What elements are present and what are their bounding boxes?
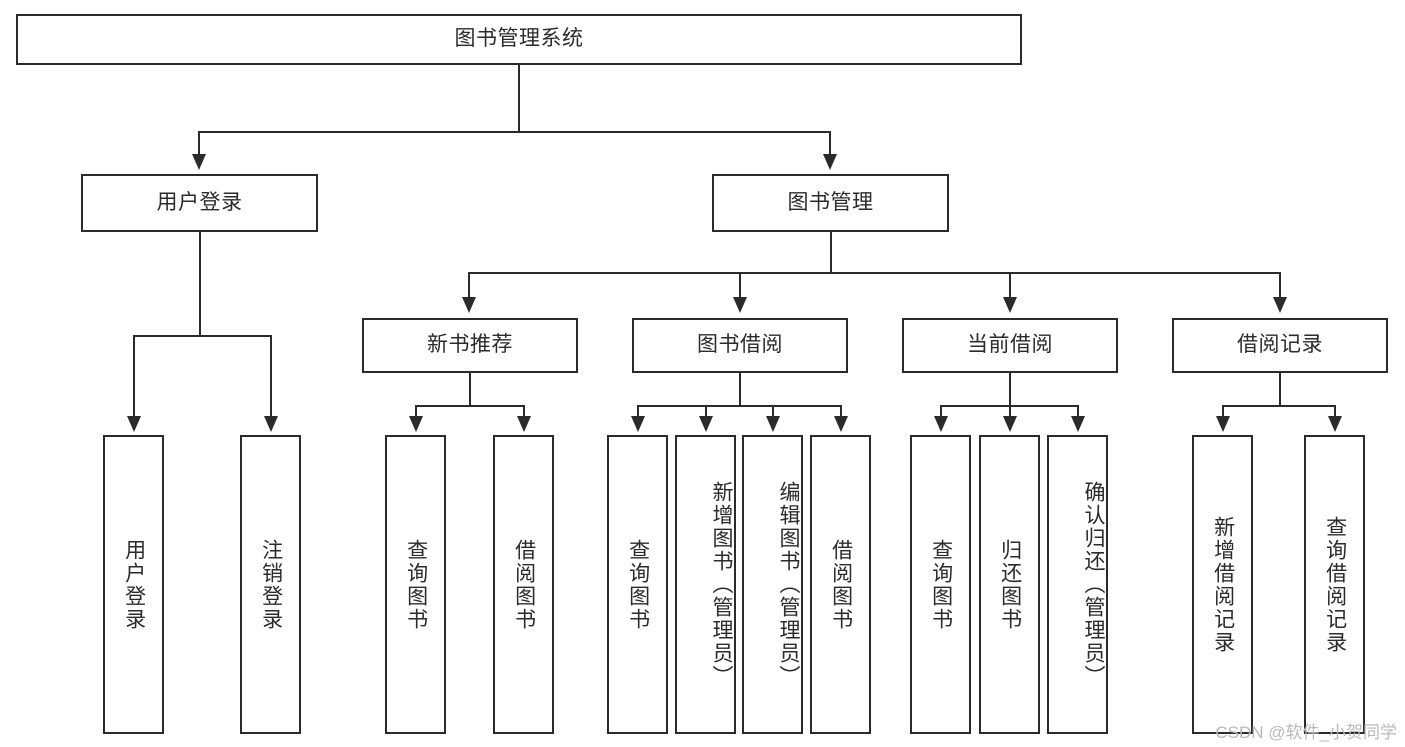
connector-current-borrow-to-leaf-3 [1077, 405, 1079, 418]
connector-book-management-stem [830, 232, 832, 273]
connector-user-login-stem [199, 232, 201, 336]
connector-root-to-user-login [198, 131, 200, 156]
connector-user-login-bar [133, 335, 272, 337]
arrow-bm-to-new-book [462, 297, 476, 313]
arrow-current-borrow-to-leaf-3 [1071, 416, 1085, 432]
leaf-add-book-admin[interactable]: 新增图书（管理员） [675, 435, 736, 734]
arrow-user-login-to-leaf-2 [264, 416, 278, 432]
connector-new-book-bar [415, 405, 525, 407]
connector-current-borrow-stem [1009, 373, 1011, 406]
leaf-confirm-return-admin-label: 确认归还（管理员） [1082, 481, 1105, 688]
connector-borrow-record-to-leaf-1 [1222, 405, 1224, 418]
arrow-book-borrow-to-leaf-3 [766, 416, 780, 432]
connector-user-login-to-leaf-2 [270, 335, 272, 418]
connector-book-borrow-to-leaf-1 [637, 405, 639, 418]
node-book-management-label: 图书管理 [787, 190, 874, 214]
node-new-book-recommend-label: 新书推荐 [427, 333, 513, 357]
connector-current-borrow-to-leaf-1 [940, 405, 942, 418]
node-current-borrow[interactable]: 当前借阅 [902, 318, 1118, 373]
connector-current-borrow-to-leaf-2 [1009, 405, 1011, 418]
connector-borrow-record-to-leaf-2 [1334, 405, 1336, 418]
node-book-management[interactable]: 图书管理 [712, 174, 949, 232]
connector-book-borrow-to-leaf-4 [840, 405, 842, 418]
arrow-user-login-to-leaf-1 [127, 416, 141, 432]
node-user-login[interactable]: 用户登录 [81, 174, 318, 232]
connector-new-book-to-leaf-2 [523, 405, 525, 418]
leaf-edit-book-admin-label: 编辑图书（管理员） [777, 481, 800, 688]
connector-bm-to-new-book [468, 272, 470, 299]
leaf-add-borrow-record-label: 新增借阅记录 [1211, 515, 1235, 654]
leaf-logout-login[interactable]: 注销登录 [240, 435, 301, 734]
arrow-root-to-user-login [192, 154, 206, 170]
leaf-query-book-2-label: 查询图书 [626, 538, 650, 631]
leaf-user-login-label: 用户登录 [122, 538, 146, 631]
connector-book-borrow-bar [637, 405, 842, 407]
arrow-bm-to-current-borrow [1003, 297, 1017, 313]
node-root[interactable]: 图书管理系统 [16, 14, 1022, 65]
connector-new-book-stem [469, 373, 471, 406]
arrow-book-borrow-to-leaf-2 [699, 416, 713, 432]
node-root-label: 图书管理系统 [454, 27, 584, 51]
node-book-borrow[interactable]: 图书借阅 [632, 318, 848, 373]
arrow-new-book-to-leaf-1 [409, 416, 423, 432]
leaf-borrow-book-1[interactable]: 借阅图书 [493, 435, 554, 734]
connector-root-to-book-management [829, 131, 831, 156]
node-borrow-record-label: 借阅记录 [1237, 333, 1323, 357]
connector-bm-to-current-borrow [1009, 272, 1011, 299]
connector-borrow-record-stem [1279, 373, 1281, 406]
arrow-new-book-to-leaf-2 [517, 416, 531, 432]
arrow-root-to-book-management [823, 154, 837, 170]
connector-bm-to-borrow-record [1279, 272, 1281, 299]
connector-book-borrow-stem [739, 373, 741, 406]
arrow-book-borrow-to-leaf-4 [834, 416, 848, 432]
leaf-return-book-label: 归还图书 [998, 538, 1022, 631]
arrow-current-borrow-to-leaf-2 [1003, 416, 1017, 432]
arrow-current-borrow-to-leaf-1 [934, 416, 948, 432]
leaf-add-book-admin-label: 新增图书（管理员） [710, 481, 733, 688]
connector-bm-to-book-borrow [739, 272, 741, 299]
leaf-query-book-3[interactable]: 查询图书 [910, 435, 971, 734]
csdn-watermark: CSDN @软件_小贺同学 [1215, 723, 1397, 742]
leaf-query-borrow-record[interactable]: 查询借阅记录 [1304, 435, 1365, 734]
connector-root-stem [518, 65, 520, 132]
connector-borrow-record-bar [1222, 405, 1336, 407]
leaf-query-book-1[interactable]: 查询图书 [385, 435, 446, 734]
leaf-borrow-book-1-label: 借阅图书 [512, 538, 536, 631]
connector-user-login-to-leaf-1 [133, 335, 135, 418]
node-borrow-record[interactable]: 借阅记录 [1172, 318, 1388, 373]
leaf-borrow-book-2[interactable]: 借阅图书 [810, 435, 871, 734]
connector-new-book-to-leaf-1 [415, 405, 417, 418]
arrow-borrow-record-to-leaf-2 [1328, 416, 1342, 432]
leaf-query-book-1-label: 查询图书 [404, 538, 428, 631]
connector-book-borrow-to-leaf-3 [772, 405, 774, 418]
node-book-borrow-label: 图书借阅 [697, 333, 783, 357]
leaf-confirm-return-admin[interactable]: 确认归还（管理员） [1047, 435, 1108, 734]
arrow-borrow-record-to-leaf-1 [1216, 416, 1230, 432]
node-current-borrow-label: 当前借阅 [967, 333, 1053, 357]
connector-book-borrow-to-leaf-2 [705, 405, 707, 418]
node-new-book-recommend[interactable]: 新书推荐 [362, 318, 578, 373]
connector-root-bar [198, 131, 830, 133]
leaf-return-book[interactable]: 归还图书 [979, 435, 1040, 734]
leaf-add-borrow-record[interactable]: 新增借阅记录 [1192, 435, 1253, 734]
node-user-login-label: 用户登录 [156, 190, 243, 214]
leaf-borrow-book-2-label: 借阅图书 [829, 538, 853, 631]
connector-book-management-bar [468, 272, 1280, 274]
leaf-logout-login-label: 注销登录 [259, 538, 283, 631]
leaf-query-book-3-label: 查询图书 [929, 538, 953, 631]
arrow-book-borrow-to-leaf-1 [631, 416, 645, 432]
leaf-query-book-2[interactable]: 查询图书 [607, 435, 668, 734]
leaf-edit-book-admin[interactable]: 编辑图书（管理员） [742, 435, 803, 734]
arrow-bm-to-borrow-record [1273, 297, 1287, 313]
arrow-bm-to-book-borrow [733, 297, 747, 313]
leaf-query-borrow-record-label: 查询借阅记录 [1323, 515, 1347, 654]
leaf-user-login[interactable]: 用户登录 [103, 435, 164, 734]
